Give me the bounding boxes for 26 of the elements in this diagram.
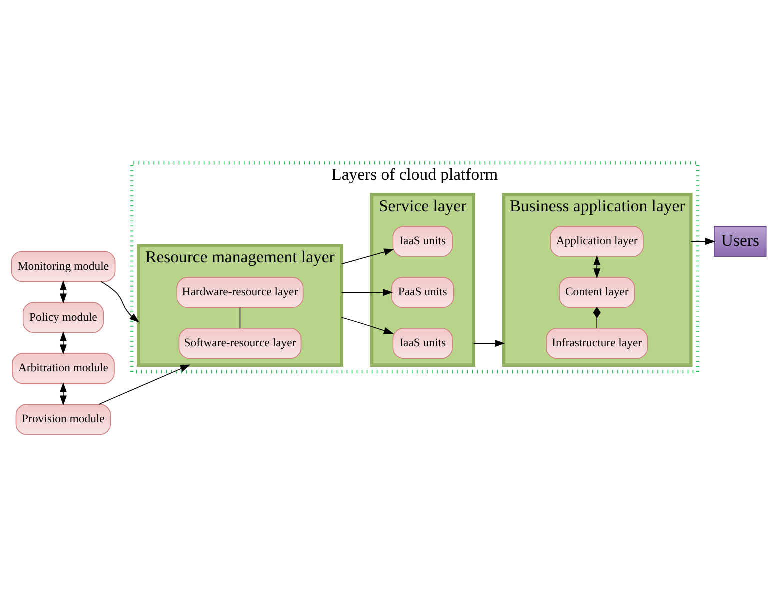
node-box: Policy module xyxy=(22,302,104,334)
node-box: Arbitration module xyxy=(12,353,115,384)
node-box: Infrastructure layer xyxy=(546,328,648,360)
arrow xyxy=(690,238,716,246)
arrow xyxy=(473,340,506,348)
arrow xyxy=(60,382,67,406)
node-box: Software-resource layer xyxy=(178,328,302,360)
node-box: PaaS units xyxy=(392,277,454,308)
node-box: Provision module xyxy=(16,404,112,436)
connector xyxy=(240,307,241,329)
arrow xyxy=(341,289,394,296)
arrow xyxy=(98,364,191,405)
arrow xyxy=(60,332,67,355)
node-box: IaaS units xyxy=(392,328,453,360)
connector xyxy=(593,306,601,329)
arrow xyxy=(341,248,394,265)
arrow xyxy=(60,280,67,304)
node-box: Monitoring module xyxy=(11,251,116,282)
node-box: IaaS units xyxy=(392,226,453,258)
node-box: Content layer xyxy=(559,277,636,308)
arrow xyxy=(341,317,394,334)
arrow xyxy=(594,255,601,279)
arrow xyxy=(100,281,140,323)
node-box: Users xyxy=(714,226,767,258)
node-box: Application layer xyxy=(550,226,644,258)
node-box: Hardware-resource layer xyxy=(176,277,304,308)
